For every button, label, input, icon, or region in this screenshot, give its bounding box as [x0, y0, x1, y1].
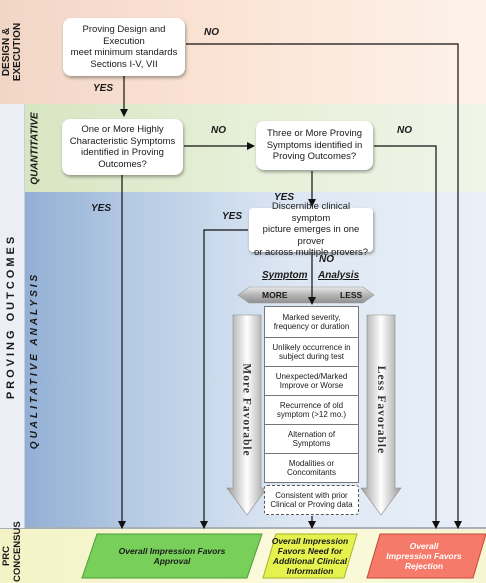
- highly-characteristic-node: One or More Highly Characteristic Sympto…: [62, 119, 183, 175]
- approval-line-1: Overall Impression Favors: [118, 546, 226, 556]
- edge-no-design: [186, 43, 462, 529]
- approval-line-2: Approval: [153, 556, 191, 566]
- rejection-shape: [366, 533, 486, 579]
- criterion-modalities-line-2: Concomitants: [287, 468, 336, 477]
- three-or-more-line-2: Symptoms identified in: [266, 139, 363, 151]
- consensus-top-rule: [0, 527, 486, 529]
- three-or-more-line-1: Three or More Proving: [266, 128, 363, 140]
- clinical-picture-line-1: Discernible clinical symptom: [271, 201, 351, 224]
- criterion-unexpected-line-2: Improve or Worse: [279, 381, 344, 390]
- additional-info-line-4: Information: [286, 566, 334, 576]
- design-standards-line-2: meet minimum standards: [70, 47, 178, 58]
- design-standards-line-1: Proving Design and Execution: [82, 24, 166, 47]
- clinical-picture-line-3: or across multiple provers?: [253, 247, 369, 259]
- additional-info-shape: [262, 533, 358, 579]
- design-standards-node: Proving Design and Execution meet minimu…: [63, 18, 185, 76]
- criterion-alternation-line-1: Alternation of: [287, 429, 336, 439]
- clinical-picture-node: Discernible clinical symptom picture eme…: [249, 201, 373, 258]
- criterion-unexpected-line-1: Unexpected/Marked: [275, 371, 348, 381]
- rejection-line-2: Impression Favors: [386, 551, 462, 561]
- criterion-unlikely-line-1: Unlikely occurrence in: [272, 342, 351, 352]
- additional-info-line-1: Overall Impression: [271, 536, 349, 546]
- criterion-severity-line-2: frequency or duration: [273, 322, 350, 331]
- criterion-severity-line-1: Marked severity,: [282, 312, 341, 322]
- rejection-outcome: Overall Impression Favors Rejection: [372, 534, 476, 578]
- highly-characteristic-line-2: Characteristic Symptoms: [69, 135, 176, 147]
- rejection-line-3: Rejection: [404, 561, 444, 571]
- additional-info-line-2: Favors Need for: [277, 546, 343, 556]
- additional-info-outcome: Overall Impression Favors Need for Addit…: [266, 534, 354, 578]
- edge-yes-clinical: [200, 229, 248, 529]
- less-favorable-arrow: [360, 314, 402, 516]
- yes-design-label: YES: [93, 83, 114, 94]
- approval-outcome: Overall Impression Favors Approval: [92, 534, 252, 578]
- criterion-recurrence-line-1: Recurrence of old: [279, 400, 344, 410]
- no-highly-label: NO: [211, 125, 226, 136]
- criterion-modalities-line-1: Modalities or: [288, 458, 335, 468]
- criterion-recurrence-line-2: symptom (>12 mo.): [276, 410, 347, 419]
- proving-outcomes-side: PROVING OUTCOMES: [0, 104, 25, 528]
- analysis-label: Analysis: [318, 270, 360, 281]
- design-standards-line-3: Sections I-V, VII: [90, 58, 158, 70]
- criterion-consistent-line-1: Consistent with prior: [275, 490, 348, 500]
- rejection-line-1: Overall: [409, 541, 439, 551]
- no-design-label: NO: [204, 27, 219, 38]
- highly-characteristic-line-4: Outcomes?: [98, 158, 147, 170]
- criterion-alternation-line-2: Symptoms: [292, 439, 331, 448]
- more-label: MORE: [262, 290, 288, 300]
- yes-three-label: YES: [274, 192, 295, 203]
- criterion-consistent-line-2: Clinical or Proving data: [270, 500, 353, 509]
- clinical-picture-line-2: picture emerges in one prover: [262, 224, 360, 247]
- less-label: LESS: [340, 290, 363, 300]
- highly-characteristic-line-1: One or More Highly: [81, 124, 164, 135]
- yes-clinical-label: YES: [222, 211, 243, 222]
- no-clinical-label: NO: [319, 254, 334, 265]
- edge-no-three: [374, 145, 440, 529]
- additional-info-line-3: Additional Clinical: [272, 556, 348, 566]
- symptom-label: Symptom: [262, 270, 308, 281]
- highly-characteristic-line-3: identified in Proving: [81, 147, 164, 158]
- three-or-more-node: Three or More Proving Symptoms identifie…: [256, 121, 373, 170]
- approval-shape: [81, 533, 263, 579]
- yes-highly-label: YES: [91, 203, 112, 214]
- three-or-more-line-3: Proving Outcomes?: [272, 151, 357, 163]
- more-favorable-arrow: [226, 314, 268, 516]
- criterion-unlikely-line-2: subject during test: [279, 352, 344, 361]
- no-three-label: NO: [397, 125, 412, 136]
